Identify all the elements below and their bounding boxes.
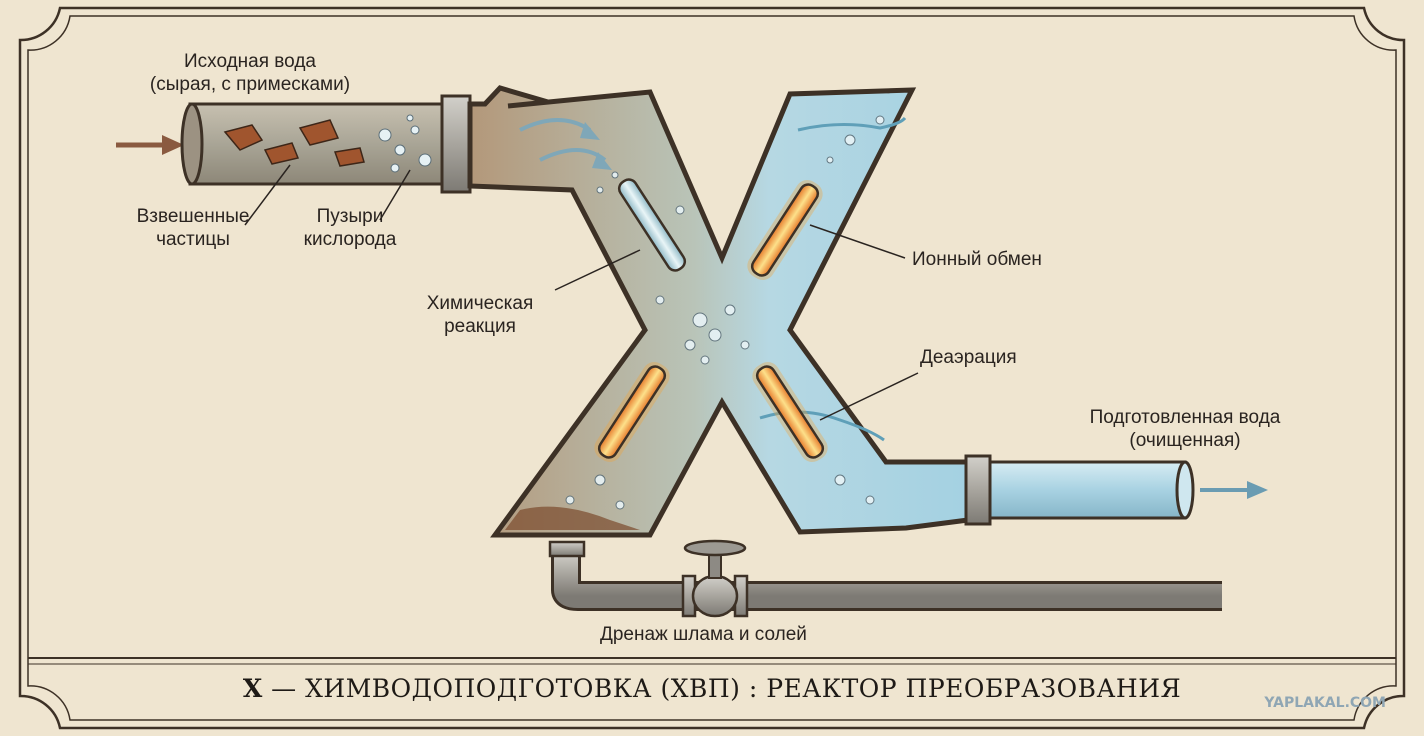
- pipe-flange: [440, 94, 472, 194]
- label-particles-line1: Взвешенные: [136, 206, 250, 227]
- particle: [223, 124, 264, 151]
- lamp-glowing: [594, 362, 670, 462]
- label-drain: Дренаж шлама и солей: [600, 624, 807, 645]
- label-chemical-line2: реакция: [444, 316, 516, 337]
- label-inlet-line2: (сырая, с примесками): [149, 74, 351, 95]
- label-outlet-line1: Подготовленная вода: [1089, 407, 1281, 428]
- leader-lines: [244, 164, 919, 421]
- inlet-arrow-icon: [116, 135, 184, 155]
- inlet-pipe: [180, 94, 472, 194]
- watermark: YAPLAKAL.COM: [1264, 695, 1386, 711]
- label-outlet: Подготовленная вода (очищенная): [1060, 406, 1310, 452]
- pipe-flange: [964, 454, 992, 526]
- label-bubbles-line1: Пузыри: [316, 206, 384, 227]
- drain-valve-handle[interactable]: [683, 539, 747, 579]
- outlet-pipe: [964, 454, 1195, 526]
- title-text: — ХИМВОДОПОДГОТОВКА (ХВП) : РЕАКТОР ПРЕО…: [262, 674, 1182, 703]
- lamp-clear: [617, 178, 687, 272]
- outlet-arrow-icon: [1200, 481, 1268, 499]
- particle: [333, 147, 365, 167]
- x-reactor: [467, 85, 971, 538]
- label-inlet: Исходная вода (сырая, с примесками): [130, 50, 370, 96]
- label-inlet-line1: Исходная вода: [184, 51, 316, 72]
- lamp-glowing: [752, 362, 828, 462]
- sludge: [505, 506, 640, 530]
- label-bubbles: Пузыри кислорода: [285, 205, 415, 251]
- decorative-frame: [18, 6, 1406, 730]
- page-title: X — ХИМВОДОПОДГОТОВКА (ХВП) : РЕАКТОР ПР…: [0, 674, 1424, 703]
- label-chemical-reaction: Химическая реакция: [410, 292, 550, 338]
- label-chemical-line1: Химическая: [426, 293, 534, 314]
- particle: [298, 119, 340, 146]
- drain-pipe: [548, 540, 1222, 618]
- label-ion-exchange: Ионный обмен: [912, 249, 1042, 270]
- particle: [263, 142, 300, 165]
- title-letter: X: [242, 674, 263, 703]
- label-bubbles-line2: кислорода: [303, 229, 397, 250]
- lamp-glowing: [747, 180, 823, 280]
- label-outlet-line2: (очищенная): [1129, 430, 1241, 451]
- label-particles-line2: частицы: [156, 229, 230, 250]
- label-deaeration: Деаэрация: [920, 347, 1017, 368]
- label-particles: Взвешенные частицы: [108, 205, 278, 251]
